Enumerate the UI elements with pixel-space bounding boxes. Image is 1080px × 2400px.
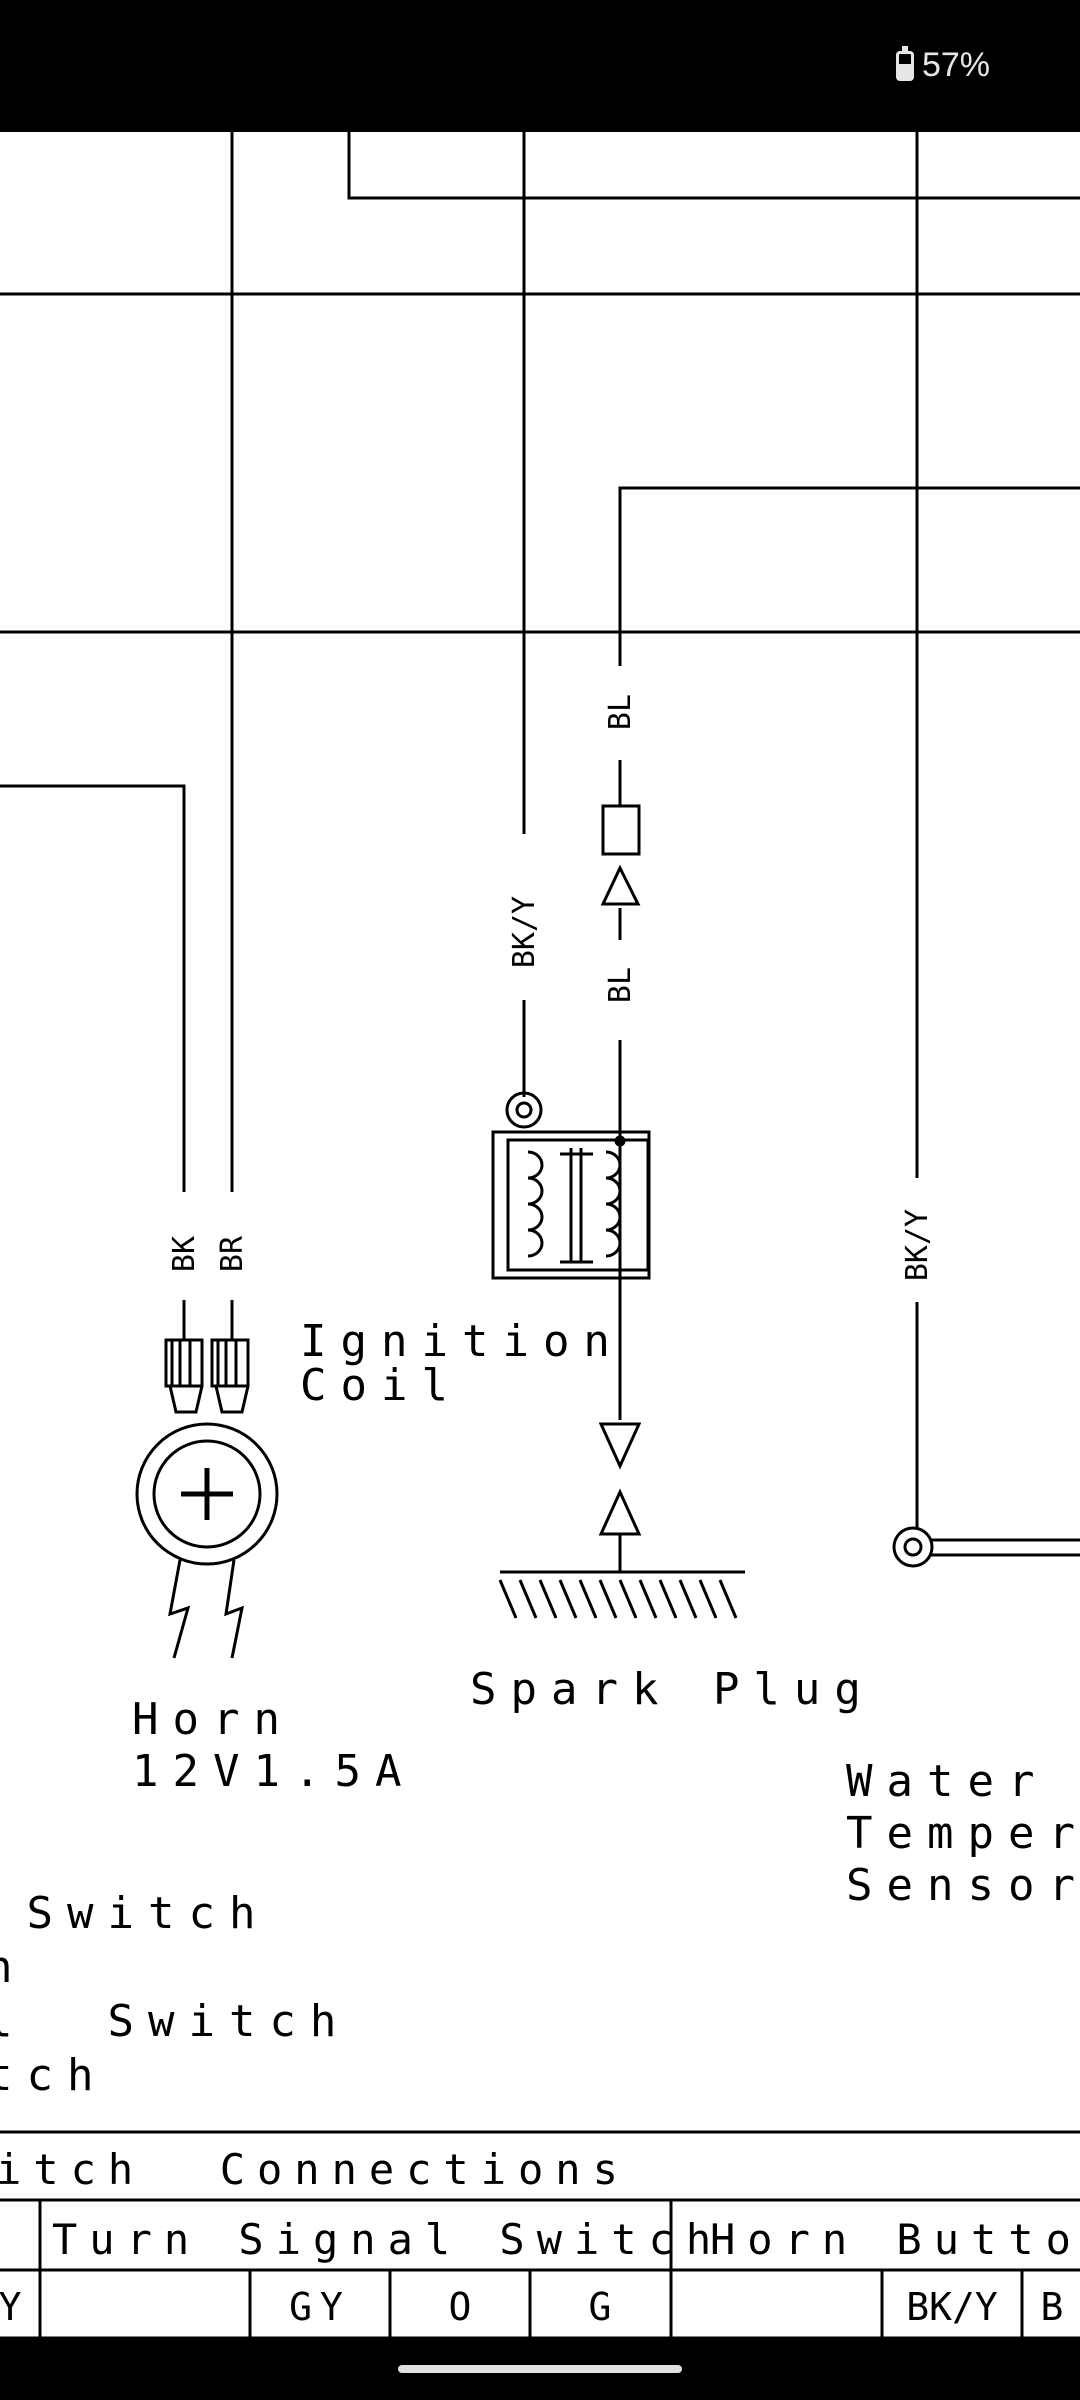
switch-note-line: n [0,1942,27,1993]
switch-note-line: tch [0,2050,107,2101]
switch-note-line: Switch [0,1888,269,1939]
table-cell: BK/Y [906,2285,998,2329]
ignition-coil-label: Ignition Coil [300,1316,664,1411]
table-title: itch Connections [0,2145,630,2194]
home-gesture-handle[interactable] [398,2365,682,2373]
table-cell: Y [0,2285,22,2329]
wire-connector-icon [600,804,641,906]
table-cell: B [1041,2285,1064,2329]
wire-label-bk: BK [167,1236,202,1272]
battery-indicator: 57% [895,45,990,85]
horn-icon [135,1338,279,1659]
sensor-label-line: Sensor [846,1860,1080,1911]
wire-label-bl: BL [603,694,638,730]
sensor-label-line: Water [846,1756,1048,1807]
wire-label-br: BR [215,1235,250,1272]
table-cell: G [589,2285,612,2329]
switch-notes: Switch n l Switch tch [0,132,634,2101]
table-cell: O [449,2285,472,2329]
horn-label-line: Horn [132,1694,294,1745]
ignition-coil-label-line: Ignition [300,1316,624,1367]
wire [618,486,1080,666]
table-header: Horn Butto [710,2215,1080,2264]
water-temperature-sensor-icon [892,1526,934,1568]
battery-percent: 57% [921,46,990,84]
wiring-diagram[interactable]: BK/Y BL BL BK BR BK/Y Ignition Coil Spar… [0,132,1080,2338]
ignition-coil-icon [491,1091,651,1280]
table-header: Turn Signal Switch [52,2215,723,2264]
switch-connections-table: itch Connections Turn Signal Switch Horn… [0,2130,1080,2338]
battery-icon [895,45,914,81]
wire-labels: BK/Y BL BL BK BR BK/Y [166,668,935,1300]
wire [0,784,186,1192]
wire-label-bk-y: BK/Y [507,896,542,968]
wire-label-bk-y: BK/Y [900,1209,935,1281]
ignition-coil-label-line: Coil [300,1360,462,1411]
table-cell: GY [289,2285,351,2329]
spark-plug-label: Spark Plug [470,1664,875,1715]
spark-plug-icon [498,1422,745,1619]
switch-note-line: l Switch [0,1996,350,2047]
sensor-label-line: Temper [846,1808,1080,1859]
status-bar: 57% [0,0,1080,132]
horn-label: Horn 12V1.5A [132,1694,415,1797]
water-temperature-sensor-label: Water Temper Sensor [846,1756,1080,1911]
horn-label-line: 12V1.5A [132,1746,415,1797]
navigation-bar [0,2338,1080,2400]
wire-label-bl: BL [603,967,638,1003]
wire [347,132,1080,200]
